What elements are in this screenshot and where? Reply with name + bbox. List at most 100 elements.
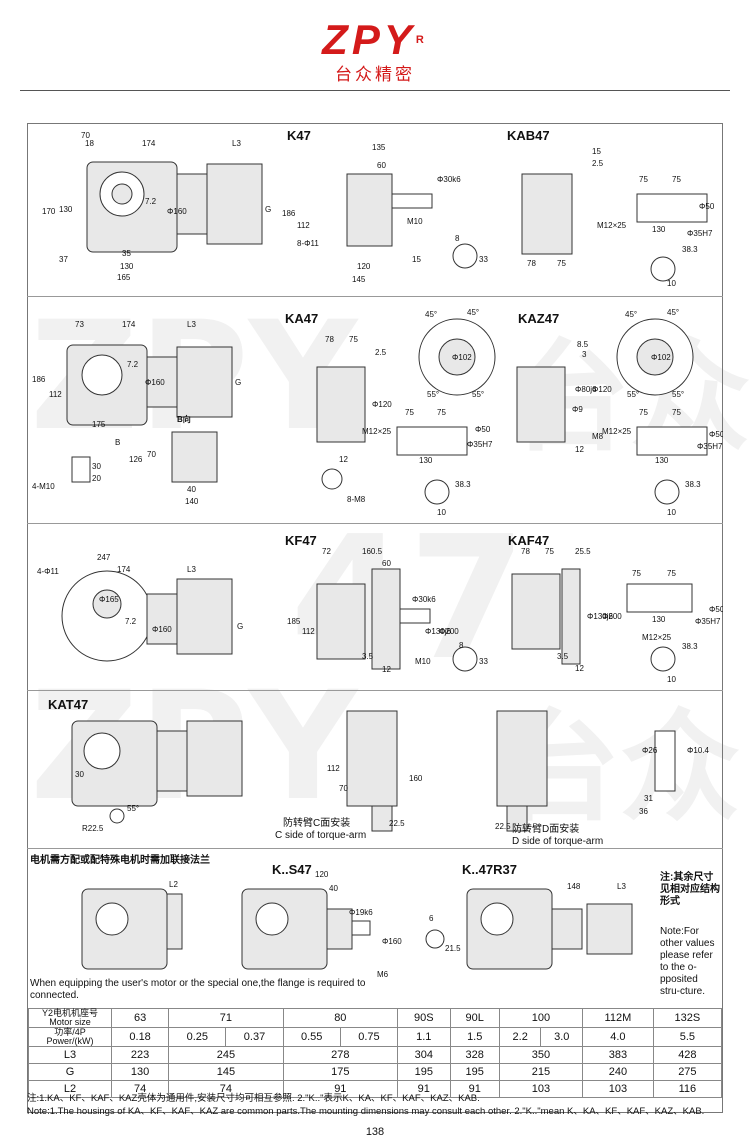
dim-kf47-side: 185: [287, 617, 301, 626]
dim-kat47: Φ10.4: [687, 746, 710, 755]
dim-kaf47: Φ130j6: [587, 612, 614, 621]
dim-kaz47: Φ35H7: [697, 442, 723, 451]
dim-kat47: 30: [75, 770, 84, 779]
table-row: L2 74 74 91 91 91 103 103 116: [28, 1080, 723, 1098]
power-cell: 0.37: [225, 1027, 284, 1047]
dim-kf47: 247: [97, 553, 111, 562]
dim-kf47: Φ160: [152, 625, 172, 634]
dim-k47-side: 15: [412, 255, 421, 264]
dim-k47: 130: [120, 262, 134, 271]
value-cell: 195: [397, 1063, 451, 1081]
value-cell: 223: [110, 1046, 170, 1064]
model-label-kf47: KF47: [285, 533, 317, 548]
value-cell: 275: [652, 1063, 723, 1081]
value-cell: 175: [282, 1063, 399, 1081]
value-cell: 103: [498, 1080, 584, 1098]
size-cell: 71: [168, 1008, 284, 1028]
dim-ka47-side: 78: [325, 335, 334, 344]
dim-kaz47: 55°: [672, 390, 684, 399]
side-note-en: Note:For other values please refer to th…: [660, 926, 715, 997]
value-cell: 145: [168, 1063, 284, 1081]
dim-ka47-side: Φ50: [475, 425, 491, 434]
value-cell: 383: [582, 1046, 654, 1064]
dim-kat47: Φ26: [642, 746, 658, 755]
footnote-en: Note:1.The housings of KA、KF、KAF、KAZ are…: [27, 1106, 705, 1117]
power-cell: 0.55: [282, 1027, 341, 1047]
value-cell: 74: [168, 1080, 284, 1098]
brand-name: ZPYR: [322, 16, 428, 63]
section-divider: [27, 523, 723, 524]
dim-kaf47: 25.5: [575, 547, 591, 556]
dim-kaf47: Φ50: [709, 605, 723, 614]
dim-kaz47: 75: [672, 408, 681, 417]
dim-kaz47: Φ102: [651, 353, 671, 362]
dim-k47-side: 120: [357, 262, 371, 271]
size-cell: 100: [498, 1008, 584, 1028]
dim-k47: 7.2: [145, 197, 157, 206]
size-cell: 63: [110, 1008, 170, 1028]
model-label-ks47: K..S47: [272, 862, 312, 877]
size-cell: 112M: [582, 1008, 654, 1028]
dim-ka47: Φ160: [145, 378, 165, 387]
dim-ks47: M6: [377, 970, 389, 979]
dim-ka47-b: 126: [129, 455, 143, 464]
power-cell: 1.1: [397, 1027, 451, 1047]
value-cell: 328: [449, 1046, 500, 1064]
flange-note-en: When equipping the user's motor or the s…: [30, 978, 366, 1001]
power-cell: 5.5: [652, 1027, 723, 1047]
power-cell: 0.75: [339, 1027, 399, 1047]
dim-k47-side: 112: [297, 221, 310, 230]
dim-kat47: 36: [639, 807, 648, 816]
dim-kat47: 160: [409, 774, 423, 783]
value-cell: 240: [582, 1063, 654, 1081]
dim-kaz47: 45°: [625, 310, 637, 319]
dim-kf47-side: 72: [322, 547, 331, 556]
dim-k47-side: M10: [407, 217, 423, 226]
dim-ks47: 40: [329, 884, 338, 893]
dim-kf47-side: 33: [479, 657, 488, 666]
dim-kaz47: Φ80j6: [575, 385, 597, 394]
dim-kaf47: 38.3: [682, 642, 698, 651]
power-cell: 4.0: [582, 1027, 654, 1047]
dim-ka47-side: 8-M8: [347, 495, 366, 504]
dim-ks47: 120: [315, 870, 329, 879]
dim-kaz47: 38.3: [685, 480, 701, 489]
dim-kab47: 78: [527, 259, 536, 268]
dim-kf47-side: 160.5: [362, 547, 383, 556]
dim-ka47-side: Φ35H7: [467, 440, 493, 449]
dim-kaz47: M12×25: [602, 427, 632, 436]
dim-ka47-side: 75: [405, 408, 414, 417]
dim-kf47: Φ165: [99, 595, 119, 604]
dim-kaz47: 8.5: [577, 340, 589, 349]
dim-kaf47: 78: [521, 547, 530, 556]
footnotes: 注:1.KA、KF、KAF、KAZ壳体为通用件,安装尺寸均可相互参照. 2."K…: [27, 1092, 727, 1118]
dim-kaf47: 75: [545, 547, 554, 556]
dim-kr37: 148: [567, 882, 581, 891]
dim-kf47-side: Φ130j6: [425, 627, 452, 636]
dim-k47: 70: [81, 131, 90, 140]
section-divider: [27, 690, 723, 691]
dim-k47: 35: [122, 249, 131, 258]
d-side-caption-en: D side of torque-arm: [512, 836, 604, 847]
dim-kaf47: 75: [667, 569, 676, 578]
dim-kaf47: 75: [632, 569, 641, 578]
dim-k47: 165: [117, 273, 131, 282]
dim-ka47-b: 20: [92, 474, 101, 483]
model-label-k47: K47: [287, 128, 311, 143]
dim-ks47: L2: [169, 880, 178, 889]
size-cell: 90S: [397, 1008, 451, 1028]
c-side-caption-en: C side of torque-arm: [275, 830, 367, 841]
dim-kf47: G: [237, 622, 243, 631]
dim-kaf47: M12×25: [642, 633, 672, 642]
dim-kat47: 112: [327, 764, 340, 773]
dim-ka47-side: 130: [419, 456, 433, 465]
dim-ka47-flange: 45°: [467, 308, 479, 317]
dim-kab47: 130: [652, 225, 666, 234]
table-row: L3 223 245 278 304 328 350 383 428: [28, 1046, 723, 1064]
dim-k47: 18: [85, 139, 94, 148]
model-label-kaz47: KAZ47: [518, 311, 560, 326]
dim-ka47-b: 4-M10: [32, 482, 55, 491]
value-cell: 103: [582, 1080, 654, 1098]
